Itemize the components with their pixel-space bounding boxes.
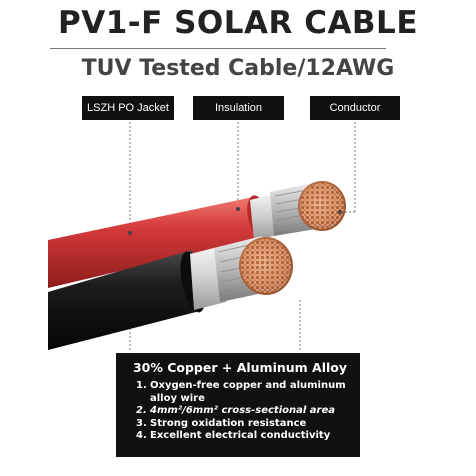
- black-cable: [48, 236, 293, 350]
- material-info-panel: 30% Copper + Aluminum Alloy 1. Oxygen-fr…: [116, 353, 360, 457]
- page-title: PV1-F SOLAR CABLE: [57, 5, 418, 41]
- feature-item: 3. Strong oxidation resistance: [136, 417, 350, 431]
- feature-item: 4. Excellent electrical conductivity: [136, 430, 350, 443]
- insulation-label: Insulation: [193, 96, 284, 120]
- feature-text: Strong oxidation resistance: [150, 417, 307, 429]
- conductor-label: Conductor: [310, 96, 400, 120]
- feature-item: 1. Oxygen-free copper and aluminum alloy…: [136, 380, 350, 405]
- feature-text: Excellent electrical conductivity: [150, 430, 331, 441]
- feature-number: 1.: [136, 380, 147, 391]
- jacket-label: LSZH PO Jacket: [82, 96, 174, 120]
- feature-text: 4mm²/6mm² cross-sectional area: [150, 405, 335, 416]
- feature-number: 4.: [136, 430, 147, 441]
- page-subtitle: TUV Tested Cable/12AWG: [81, 56, 395, 81]
- feature-number: 2.: [136, 405, 147, 416]
- feature-list: 1. Oxygen-free copper and aluminum alloy…: [130, 380, 350, 443]
- feature-item: 2. 4mm²/6mm² cross-sectional area: [136, 405, 350, 418]
- info-title: 30% Copper + Aluminum Alloy: [132, 360, 348, 375]
- feature-number: 3.: [136, 417, 147, 429]
- red-cable: [48, 181, 346, 288]
- title-divider: [50, 48, 386, 49]
- feature-text: Oxygen-free copper and aluminum alloy wi…: [150, 380, 346, 404]
